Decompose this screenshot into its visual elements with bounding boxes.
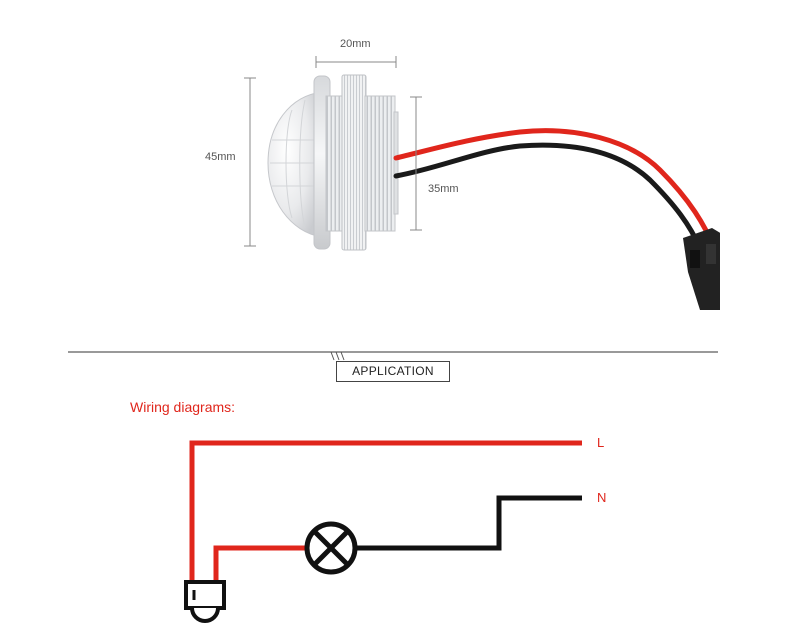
sensor-thread-right bbox=[364, 95, 396, 232]
sensor-thread-left bbox=[325, 95, 345, 232]
wire-connector bbox=[683, 228, 722, 310]
black-lead-wire bbox=[393, 142, 703, 251]
thread-dimension-label: 35mm bbox=[428, 183, 459, 195]
red-lead-wire bbox=[393, 128, 718, 253]
dimension-lines bbox=[244, 56, 422, 247]
wiring-diagrams-title: Wiring diagrams: bbox=[130, 399, 236, 415]
live-wire-line bbox=[189, 440, 582, 588]
neutral-wire-line bbox=[356, 495, 582, 551]
application-section-label: APPLICATION bbox=[336, 361, 450, 382]
divider-notch-marks bbox=[330, 351, 345, 361]
wiring-diagram bbox=[184, 440, 582, 623]
lamp-symbol bbox=[304, 521, 358, 575]
width-dimension-label: 20mm bbox=[340, 38, 371, 50]
sensor-symbol bbox=[184, 580, 226, 623]
sensor-dome-lens bbox=[267, 91, 323, 238]
neutral-line-label: N bbox=[597, 490, 607, 505]
height-dimension-label: 45mm bbox=[205, 151, 236, 163]
switched-live-wire bbox=[213, 545, 306, 588]
sensor-lock-nut bbox=[341, 74, 367, 251]
live-line-label: L bbox=[597, 435, 605, 450]
pir-sensor-photo: 20mm 45mm 35mm bbox=[205, 38, 790, 335]
